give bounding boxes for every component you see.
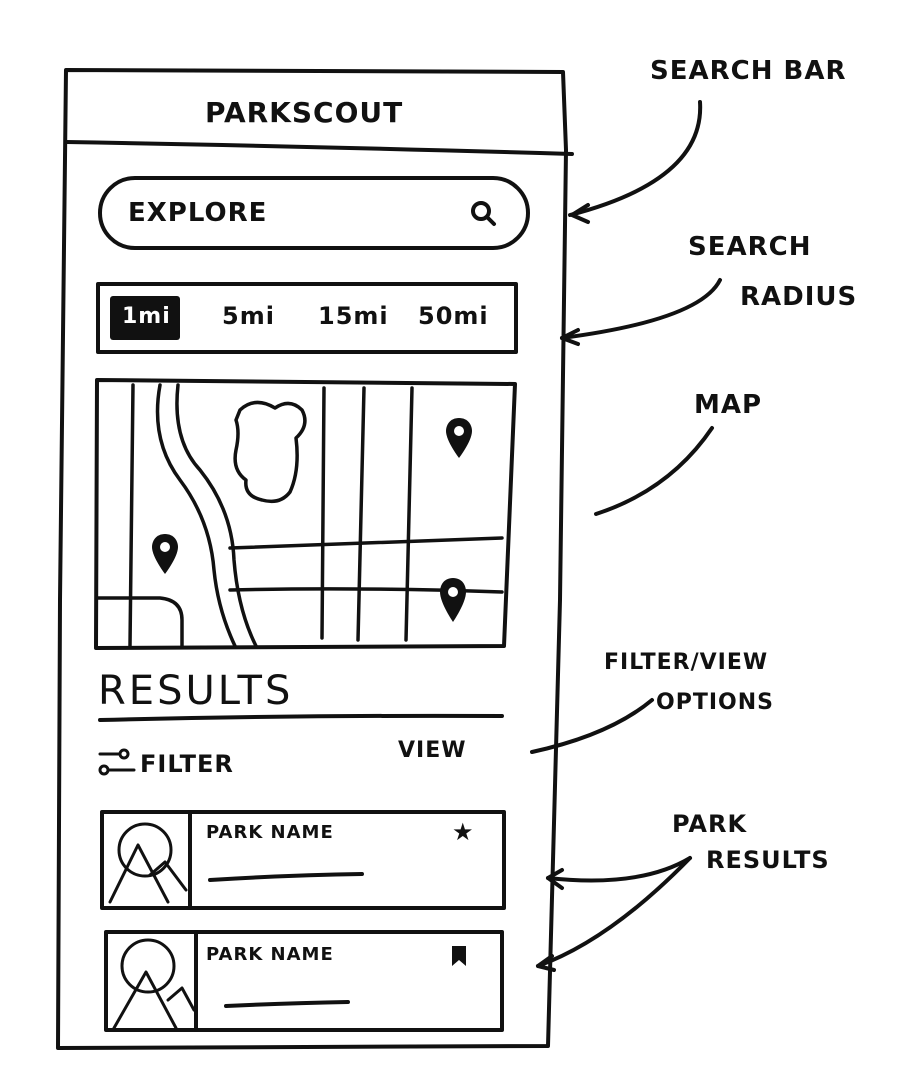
- view-button[interactable]: VIEW: [398, 738, 467, 763]
- annotation-search-radius-line1: SEARCH: [688, 232, 812, 262]
- search-bar-outline: [98, 176, 530, 250]
- bookmark-icon[interactable]: [448, 944, 470, 968]
- map-pin-icon[interactable]: [150, 532, 180, 576]
- filter-button[interactable]: FILTER: [96, 746, 256, 782]
- header-divider: [64, 140, 574, 156]
- filter-label: FILTER: [140, 750, 234, 778]
- annotation-filter-view-line1: FILTER/VIEW: [604, 650, 769, 675]
- radius-option-15mi[interactable]: 15mi: [318, 302, 389, 330]
- result-card-2-outline: [104, 930, 504, 1032]
- annotation-park-results-line2: RESULTS: [706, 846, 830, 874]
- radius-option-1mi[interactable]: 1mi: [110, 296, 180, 340]
- result-card-1-outline: [100, 810, 506, 910]
- result-2-thumbnail: [112, 938, 196, 1030]
- radius-option-label: 1mi: [122, 304, 171, 329]
- map-pin-icon[interactable]: [444, 416, 474, 460]
- result-2-description-line: [224, 1000, 350, 1008]
- result-1-thumbnail: [108, 822, 188, 904]
- annotation-map: MAP: [694, 390, 763, 420]
- search-icon[interactable]: [468, 198, 498, 228]
- map-roads: [96, 383, 504, 648]
- result-1-description-line: [208, 872, 364, 882]
- park-result-card[interactable]: PARK NAME ★: [102, 812, 504, 908]
- radius-selector-outline: [96, 282, 518, 354]
- annotation-search-bar: SEARCH BAR: [650, 56, 847, 86]
- annotation-search-radius-line2: RADIUS: [740, 282, 858, 312]
- app-title: PARKSCOUT: [205, 96, 404, 129]
- search-input[interactable]: EXPLORE: [128, 198, 268, 228]
- park-result-card[interactable]: PARK NAME: [106, 932, 502, 1030]
- radius-selector: 1mi 5mi 15mi 50mi: [98, 284, 516, 352]
- radius-option-50mi[interactable]: 50mi: [418, 302, 489, 330]
- phone-frame: [56, 68, 568, 1050]
- annotation-park-results-line1: PARK: [672, 810, 748, 838]
- search-bar[interactable]: EXPLORE: [100, 178, 528, 248]
- annotation-arrows: [530, 100, 722, 972]
- annotation-filter-view-line2: OPTIONS: [656, 690, 774, 715]
- results-underline: [98, 713, 504, 722]
- map-frame: [94, 378, 517, 650]
- park-name: PARK NAME: [206, 944, 334, 965]
- map-pin-icon[interactable]: [438, 576, 468, 624]
- radius-option-5mi[interactable]: 5mi: [222, 302, 275, 330]
- results-heading: RESULTS: [98, 668, 294, 714]
- star-icon[interactable]: ★: [452, 818, 475, 846]
- map-lake: [233, 400, 307, 504]
- park-name: PARK NAME: [206, 822, 334, 843]
- filter-icon: [98, 748, 136, 776]
